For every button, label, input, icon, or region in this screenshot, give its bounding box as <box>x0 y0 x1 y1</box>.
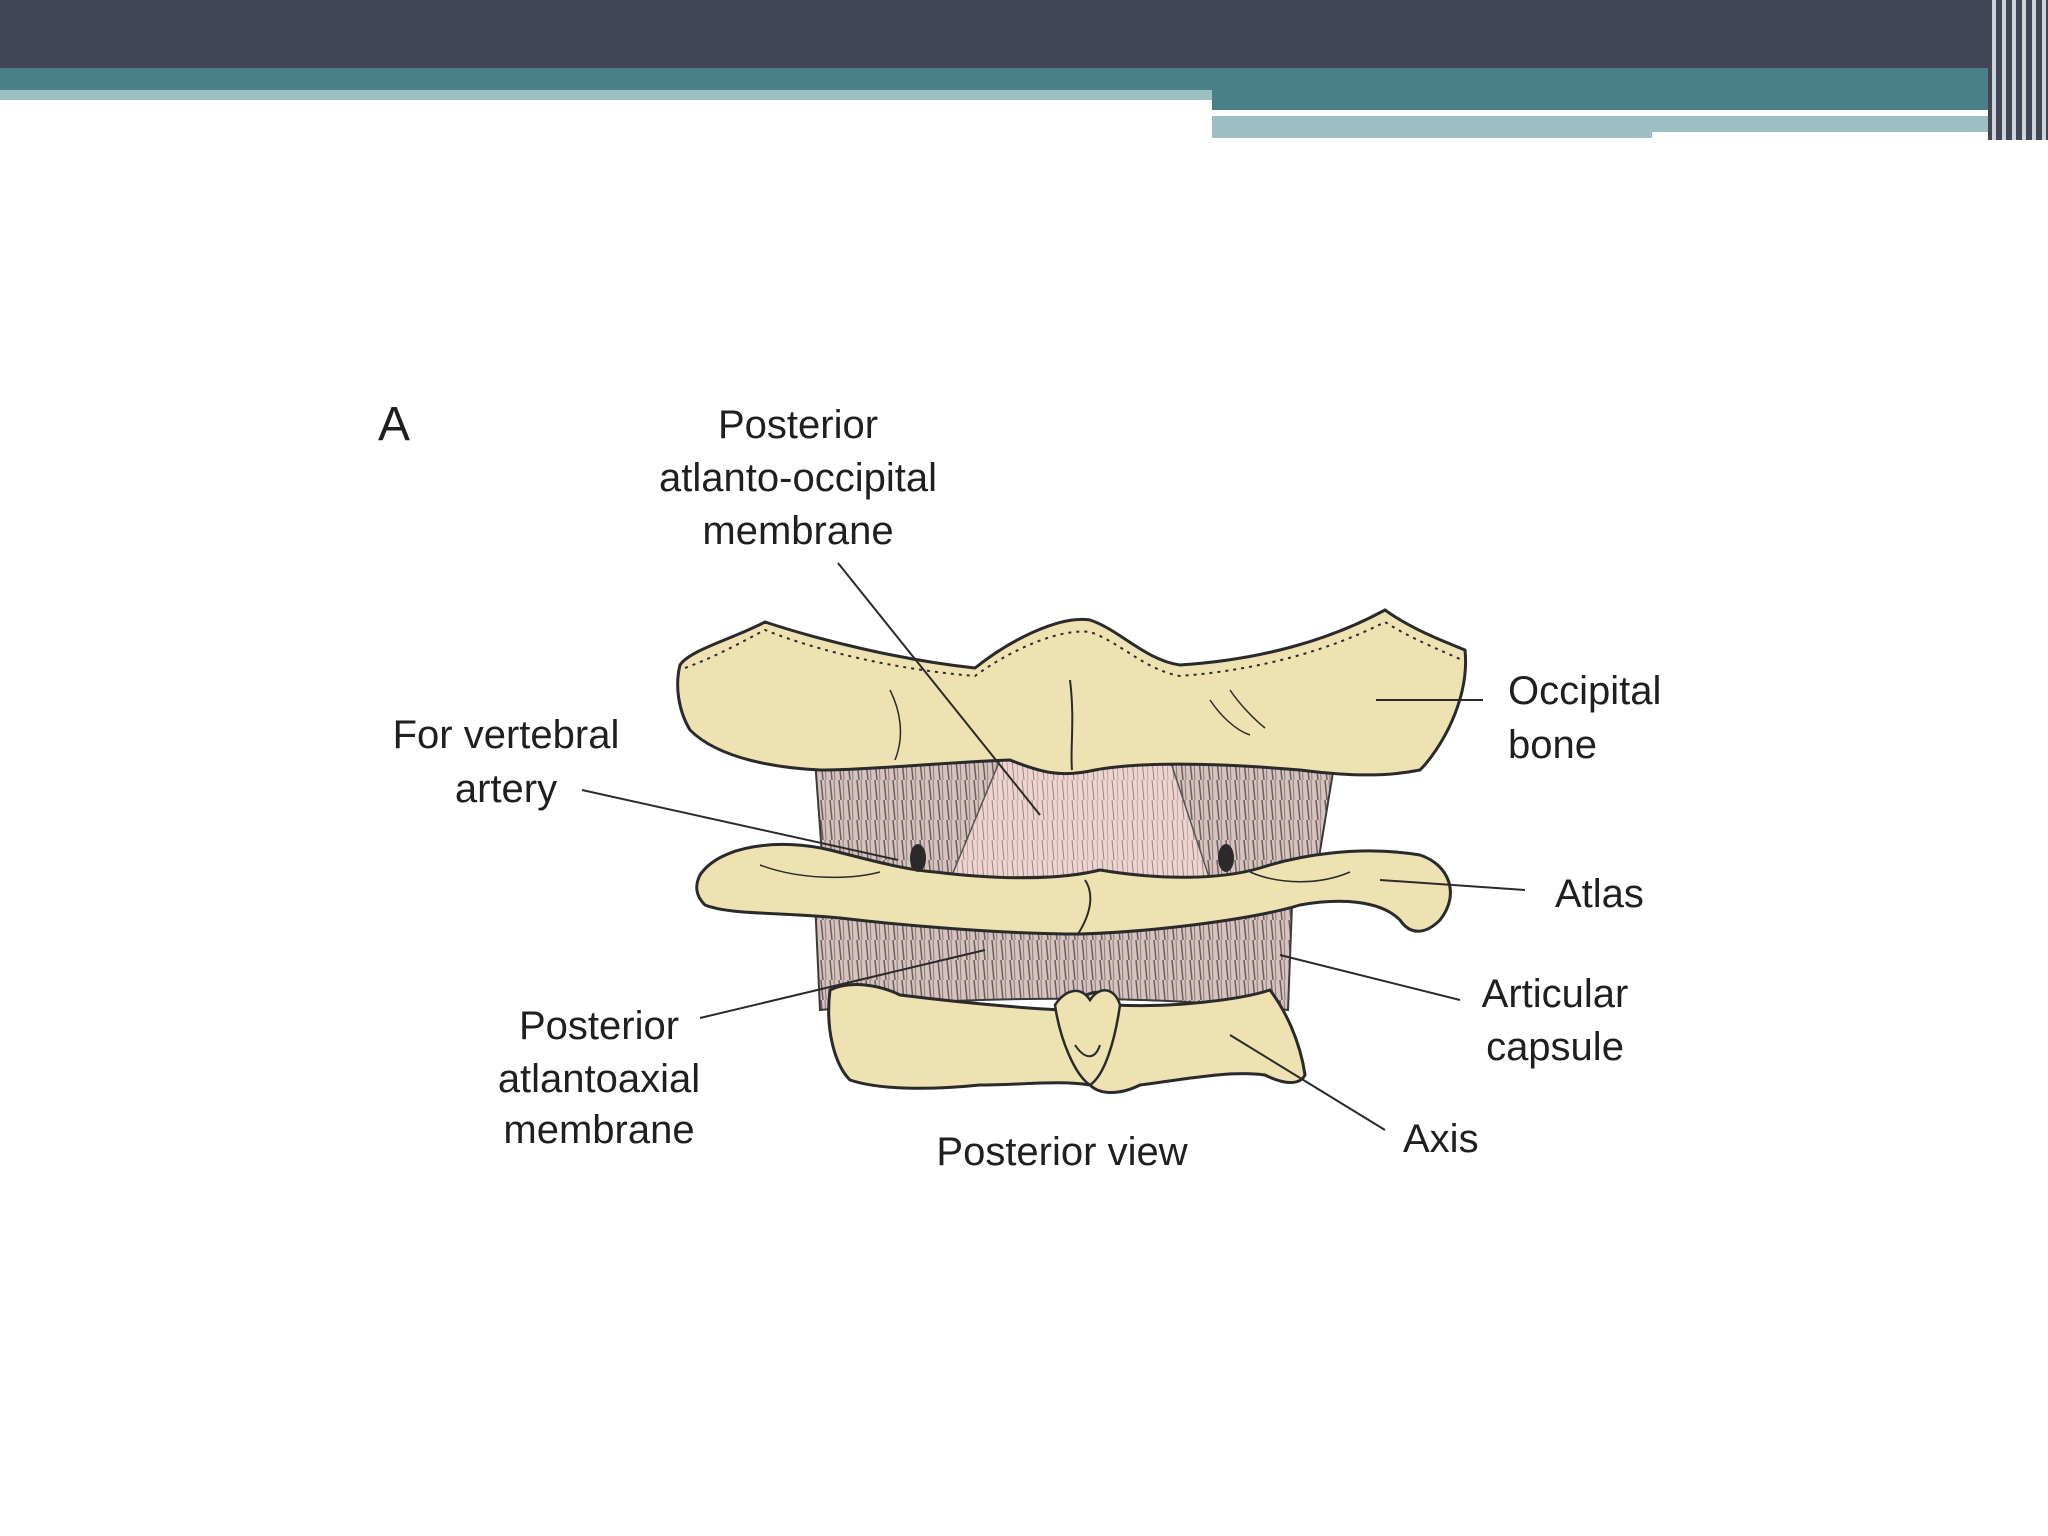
label-articular-capsule-line-1: Articular <box>1482 972 1629 1016</box>
label-posterior-atlantoaxial-line-3: membrane <box>503 1108 694 1152</box>
label-posterior-atlantoaxial-line-2: atlantoaxial <box>498 1057 700 1101</box>
label-for-vertebral-artery-line-1: For vertebral <box>393 713 620 757</box>
label-articular-capsule-line-2: capsule <box>1486 1025 1624 1069</box>
atlas-shape <box>695 842 1452 936</box>
slide-header-bars <box>0 0 2048 140</box>
label-occipital-bone-line-1: Occipital <box>1508 669 1661 713</box>
label-posterior-atlanto-occipital-line-2: atlanto-occipital <box>659 456 937 500</box>
label-occipital-bone-line-2: bone <box>1508 723 1597 767</box>
label-for-vertebral-artery-line-2: artery <box>455 767 557 811</box>
label-posterior-atlanto-occipital-line-3: membrane <box>702 509 893 553</box>
label-atlas: Atlas <box>1555 872 1644 916</box>
label-axis: Axis <box>1403 1117 1479 1161</box>
figure-caption: Posterior view <box>936 1130 1187 1174</box>
label-posterior-atlantoaxial-line-1: Posterior <box>519 1004 679 1048</box>
panel-letter: A <box>378 398 410 451</box>
label-posterior-atlanto-occipital-line-1: Posterior <box>718 403 878 447</box>
